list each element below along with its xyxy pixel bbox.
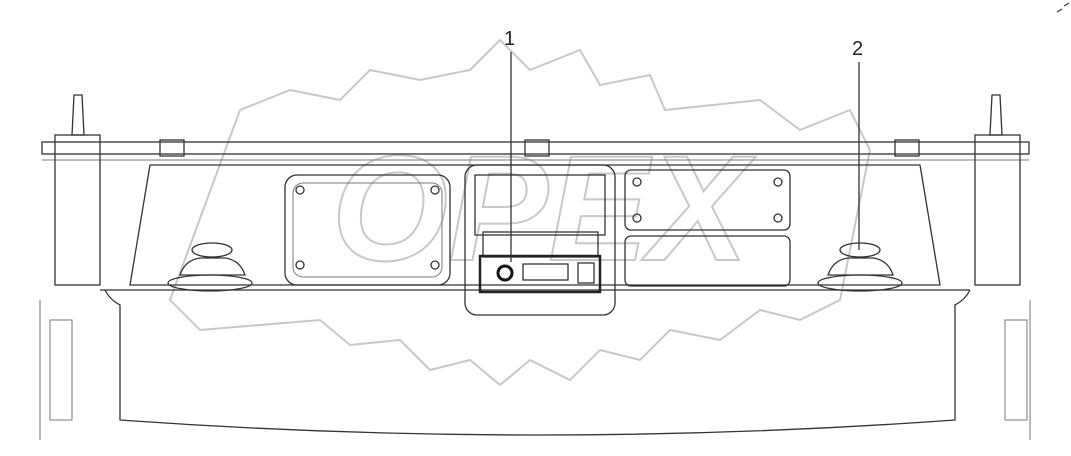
cab-frame (39, 94, 1031, 440)
right-panels (624, 169, 791, 287)
corner-mark (1056, 2, 1070, 13)
radio (464, 164, 616, 316)
watermark-gear (168, 38, 872, 387)
watermark-logo: OPEX (168, 38, 872, 387)
speaker-right (817, 242, 903, 292)
callout-2: 2 (852, 38, 864, 60)
callout-1: 1 (504, 28, 516, 50)
left-panel (284, 174, 451, 286)
watermark-text: OPEX (332, 124, 757, 292)
speaker-left (167, 242, 253, 292)
